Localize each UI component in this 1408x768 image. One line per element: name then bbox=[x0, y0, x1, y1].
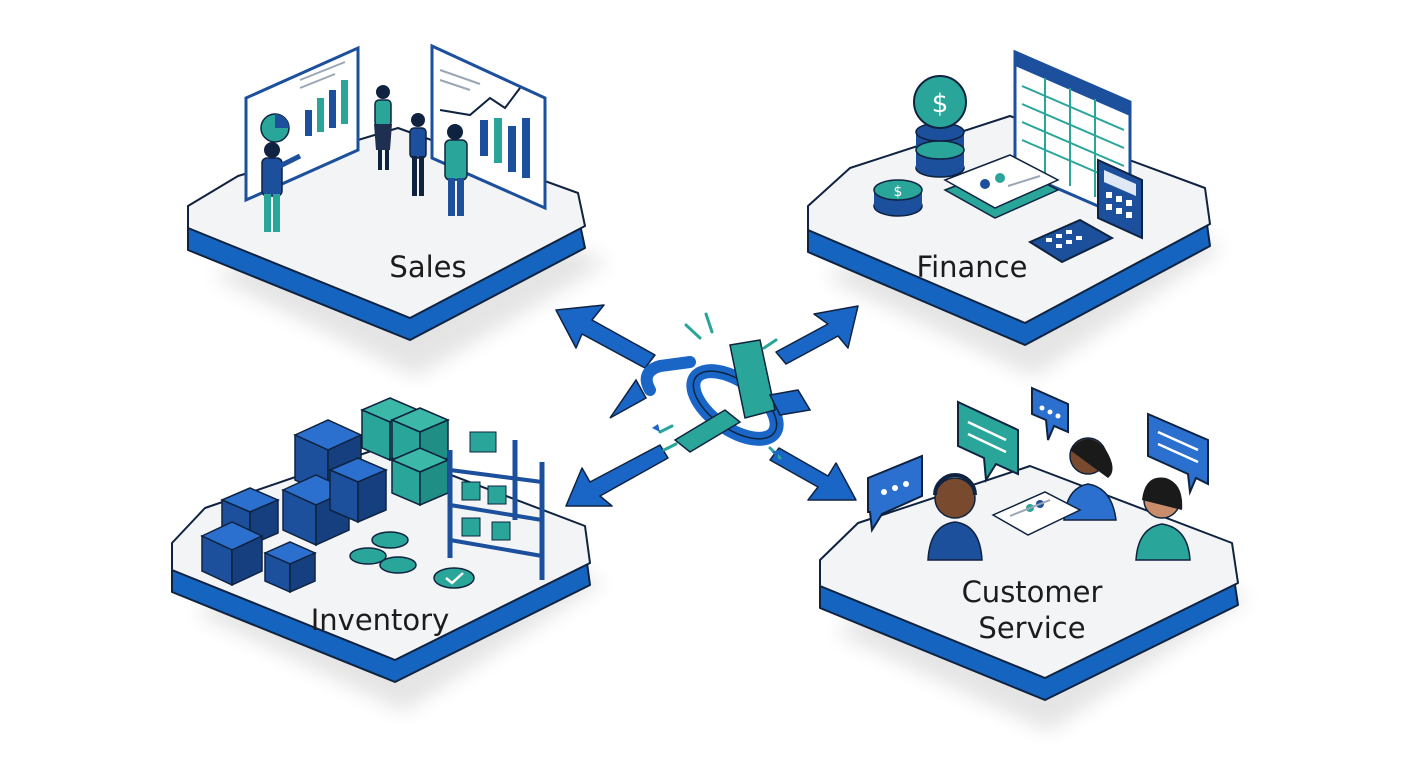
chat-bubble-icon bbox=[867, 386, 1209, 533]
customer-service-label-line2: Service bbox=[978, 611, 1085, 645]
headset-icon bbox=[933, 473, 977, 496]
svg-text:$: $ bbox=[894, 184, 903, 200]
broken-link-icon bbox=[609, 312, 812, 460]
support-document-icon bbox=[991, 491, 1082, 536]
inventory-platform: Inventory bbox=[171, 397, 604, 712]
support-agent-right bbox=[1135, 477, 1191, 561]
teal-box-stack bbox=[360, 397, 450, 507]
finance-label: Finance bbox=[917, 250, 1028, 284]
customer-service-label-line1: Customer bbox=[962, 575, 1103, 609]
support-agent-left bbox=[927, 473, 983, 561]
check-badge-icon bbox=[433, 567, 475, 589]
calculator-icon bbox=[1097, 158, 1143, 240]
sales-label: Sales bbox=[389, 250, 466, 284]
sales-team-people bbox=[261, 85, 468, 232]
keypad-icon bbox=[1027, 218, 1115, 264]
inventory-label: Inventory bbox=[311, 603, 450, 637]
arrow-to-inventory bbox=[565, 444, 669, 507]
customer-service-platform: Customer Service bbox=[819, 386, 1249, 732]
shelf-icon bbox=[447, 431, 545, 580]
cash-stack-icon: $ bbox=[913, 75, 967, 178]
finance-platform: Finance $ $ bbox=[807, 49, 1224, 377]
arrow-to-sales bbox=[555, 304, 656, 369]
invoice-icon bbox=[943, 154, 1060, 219]
coin-icon: $ bbox=[873, 179, 923, 217]
box-icon bbox=[200, 419, 388, 594]
coin-stack-icon bbox=[349, 531, 417, 574]
sales-platform: Sales bbox=[187, 43, 609, 377]
svg-text:$: $ bbox=[932, 89, 949, 119]
arrow-to-customer-service bbox=[769, 447, 857, 501]
support-agent-center bbox=[1063, 437, 1117, 521]
arrow-to-finance bbox=[775, 305, 859, 365]
